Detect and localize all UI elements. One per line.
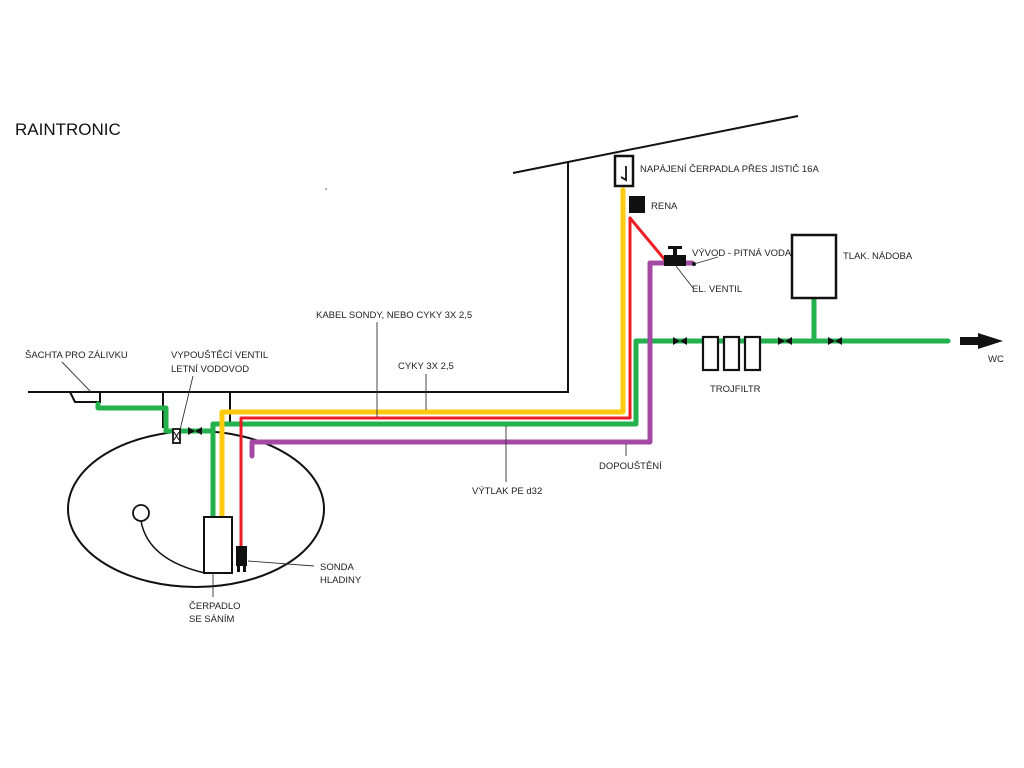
probe-leader: [247, 560, 315, 567]
roof-line: [512, 115, 799, 174]
shaft: [69, 391, 101, 403]
power-label: NAPÁJENÍ ČERPADLA PŘES JISTIČ 16A: [640, 164, 819, 175]
discharge-label: VÝTLAK PE d32: [472, 486, 542, 497]
pump: [203, 516, 233, 574]
triple-filter-label: TROJFILTR: [710, 384, 761, 395]
valve-cable: [628, 216, 667, 262]
ball-valve-2: [778, 337, 792, 345]
ball-valve-1: [673, 337, 687, 345]
irrigation-pipe: [95, 401, 216, 434]
rena-box: [629, 196, 645, 213]
probe-cable-label: KABEL SONDY, NEBO CYKY 3X 2,5: [316, 310, 472, 321]
el-valve-label: EL. VENTIL: [692, 284, 742, 295]
pump-label-1: ČERPADLO: [189, 601, 241, 612]
outlet-label: VÝVOD - PITNÁ VODA: [692, 248, 792, 259]
stray-dot: [325, 188, 327, 190]
rena-label: RENA: [651, 201, 678, 212]
valve-handle: [668, 246, 682, 249]
drain-valve-label-2: LETNÍ VODOVOD: [171, 364, 249, 375]
drain-valve: [172, 428, 181, 444]
pressure-vessel: [790, 233, 838, 300]
pressure-vessel-label: TLAK. NÁDOBA: [843, 251, 913, 262]
triple-filter: [701, 335, 762, 372]
breaker-symbol-icon: [620, 166, 627, 182]
drain-ball-valve: [188, 427, 202, 435]
pump-label-2: SE SÁNÍM: [189, 614, 234, 625]
supply-cable: [219, 187, 626, 520]
refill-label: DOPOUŠTĚNÍ: [599, 461, 662, 472]
probe-cable: [239, 216, 632, 548]
level-probe: [236, 546, 247, 572]
drain-valve-leader: [179, 375, 194, 431]
wc-arrow-icon: [960, 333, 1003, 349]
electric-valve: [664, 255, 686, 266]
shaft-label: ŠACHTA PRO ZÁLIVKU: [25, 350, 128, 361]
discharge-pipe: [210, 338, 951, 520]
wc-label: WC: [988, 354, 1004, 365]
el-valve-leader: [675, 265, 694, 289]
refill-pipe: [249, 260, 695, 459]
valve-stem: [673, 248, 677, 256]
outlet-leader: [693, 256, 719, 265]
probe-label-2: HLADINY: [320, 575, 362, 586]
probe-label-1: SONDA: [320, 562, 354, 573]
house-wall: [28, 162, 569, 393]
ball-valve-3: [828, 337, 842, 345]
suction-float: [132, 504, 150, 522]
diagram-title: RAINTRONIC: [15, 120, 121, 139]
suction-hose: [140, 520, 206, 574]
drain-valve-label-1: VYPOUŠTĚCÍ VENTIL: [171, 350, 268, 361]
circuit-breaker-box: [613, 154, 635, 188]
supply-cable-label: CYKY 3X 2,5: [398, 361, 454, 372]
shaft-leader: [61, 361, 92, 393]
